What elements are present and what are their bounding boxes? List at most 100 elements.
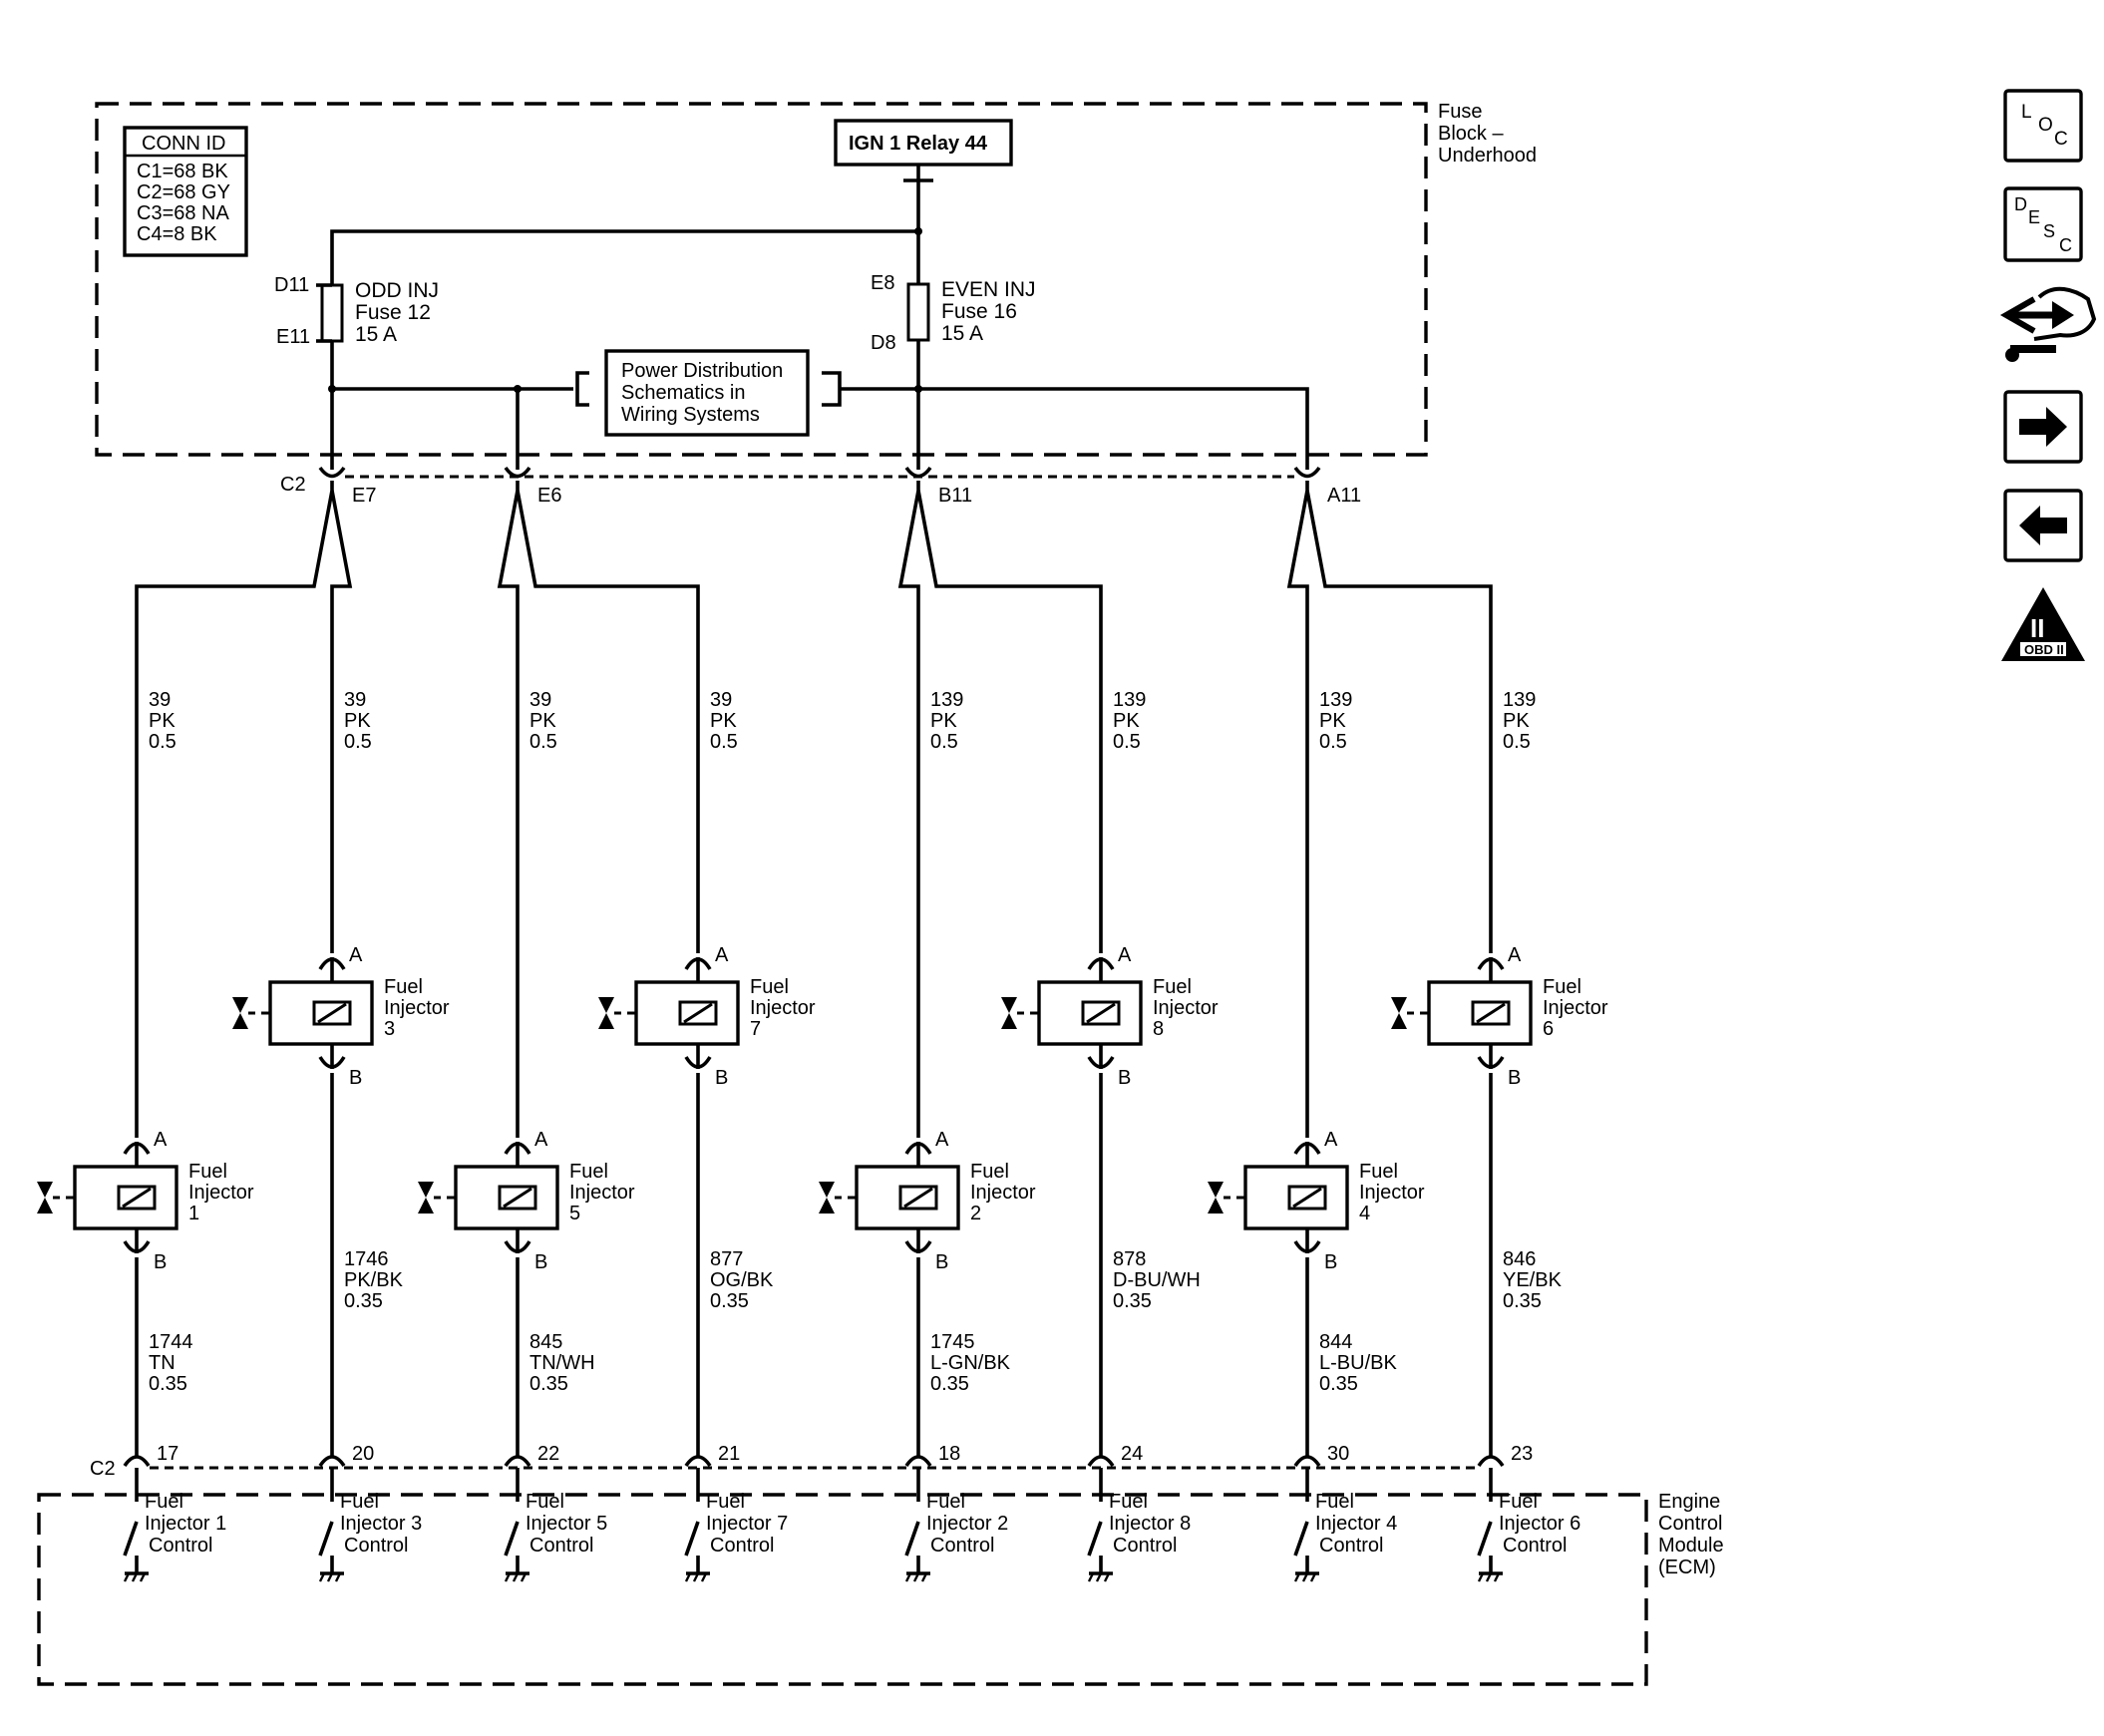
supply-wire-circuit: 39: [344, 689, 366, 711]
injector-label-line-1: Fuel: [1153, 976, 1192, 998]
injector-number: 7: [750, 1018, 761, 1040]
obd-ii-button[interactable]: II OBD II: [2001, 587, 2085, 661]
loc-button[interactable]: L O C: [2003, 89, 2083, 163]
control-wire-color: TN/WH: [529, 1352, 595, 1374]
injector-number: 8: [1153, 1018, 1164, 1040]
injector-pin-b-label: B: [154, 1251, 167, 1273]
control-wire-circuit: 846: [1503, 1248, 1536, 1270]
conn-id-line-1: C1=68 BK: [137, 161, 228, 182]
injector-label-line-1: Fuel: [1359, 1161, 1398, 1183]
top-connector-pin: A11: [1327, 485, 1361, 507]
ecm-pin-label: 18: [938, 1443, 960, 1465]
injector-number: 2: [970, 1203, 981, 1224]
control-wire-gauge: 0.35: [149, 1373, 187, 1395]
ign1-relay-label: IGN 1 Relay 44: [849, 133, 988, 155]
supply-wire-gauge: 0.5: [149, 731, 176, 753]
control-wire-circuit: 1746: [344, 1248, 389, 1270]
injector-label-line-2: Injector: [1543, 997, 1608, 1019]
driver-label-line-1: Fuel: [706, 1491, 745, 1513]
fuse-block-label-3: Underhood: [1438, 145, 1537, 167]
supply-wire-gauge: 0.5: [344, 731, 372, 753]
power-dist-line-1: Power Distribution: [621, 360, 783, 382]
supply-wire-circuit: 139: [930, 689, 963, 711]
control-wire-gauge: 0.35: [1319, 1373, 1358, 1395]
supply-wire: [897, 481, 920, 1456]
driver-label-line-3: Control: [930, 1535, 994, 1557]
injector-pin-a-label: A: [935, 1129, 949, 1151]
supply-wire: [916, 490, 1103, 1456]
injector-pin-b-label: B: [1324, 1251, 1337, 1273]
driver-label-line-2: Injector 5: [526, 1513, 607, 1535]
injector-number: 3: [384, 1018, 395, 1040]
supply-wire-gauge: 0.5: [1113, 731, 1141, 753]
fuse-block-label-1: Fuse: [1438, 101, 1482, 123]
ecm-label-4: (ECM): [1658, 1557, 1716, 1578]
supply-wire-color: PK: [344, 710, 371, 732]
supply-wire: [1286, 481, 1309, 1456]
injector-pin-b-label: B: [349, 1067, 362, 1089]
fuse-even-bottom-pin: D8: [871, 332, 896, 354]
fuse-even-number: Fuse 16: [941, 300, 1017, 323]
control-wire-color: OG/BK: [710, 1269, 774, 1291]
control-wire-gauge: 0.35: [529, 1373, 568, 1395]
fuse-odd-number: Fuse 12: [355, 301, 431, 324]
control-wire-gauge: 0.35: [710, 1290, 749, 1312]
injector-number: 1: [188, 1203, 199, 1224]
top-connector-name: C2: [280, 474, 306, 496]
injector-number: 5: [569, 1203, 580, 1224]
injector-pin-b-label: B: [1508, 1067, 1521, 1089]
supply-wire: [1305, 490, 1493, 1456]
supply-wire-color: PK: [930, 710, 957, 732]
loc-letter-l: L: [2021, 102, 2032, 123]
top-connector-pin-terminal: [904, 466, 932, 479]
injector-number: 6: [1543, 1018, 1554, 1040]
connector-end-view-button[interactable]: [1999, 286, 2097, 362]
ecm-pin-label: 21: [718, 1443, 740, 1465]
engine-control-module: Engine Control Module (ECM): [37, 1491, 1724, 1686]
control-wire-color: L-GN/BK: [930, 1352, 1011, 1374]
hand-arrows-icon: [1999, 286, 2097, 362]
control-wire-color: PK/BK: [344, 1269, 404, 1291]
injector-pin-a-label: A: [1324, 1129, 1338, 1151]
driver-label-line-1: Fuel: [926, 1491, 965, 1513]
ecm-pin-terminal: [123, 1455, 151, 1468]
next-button[interactable]: [2003, 390, 2083, 464]
previous-button[interactable]: [2003, 489, 2083, 562]
conn-id-table: CONN ID C1=68 BK C2=68 GY C3=68 NA C4=8 …: [123, 126, 248, 257]
desc-letter-c: C: [2059, 235, 2072, 255]
injector-label-line-2: Injector: [384, 997, 450, 1019]
fuse-even-rating: 15 A: [941, 322, 983, 345]
supply-wire-color: PK: [1503, 710, 1530, 732]
conn-id-line-2: C2=68 GY: [137, 181, 230, 203]
driver-label-line-3: Control: [710, 1535, 774, 1557]
driver-label-line-1: Fuel: [340, 1491, 379, 1513]
ecm-pin-terminal: [1087, 1455, 1115, 1468]
injector-pin-a-label: A: [715, 944, 729, 966]
fuse-odd-name: ODD INJ: [355, 279, 439, 302]
top-connector-pin: B11: [938, 485, 972, 507]
supply-wire-color: PK: [1113, 710, 1140, 732]
ign1-relay: IGN 1 Relay 44: [834, 119, 1013, 167]
supply-wire-color: PK: [710, 710, 737, 732]
desc-button[interactable]: D E S C: [2003, 186, 2083, 262]
injector-pin-b-label: B: [715, 1067, 728, 1089]
injector-label-line-2: Injector: [188, 1182, 254, 1204]
loc-letter-c: C: [2054, 129, 2068, 150]
injector-pin-a-label: A: [154, 1129, 168, 1151]
supply-wire: [497, 481, 520, 1456]
injector-valve-icon: [418, 1182, 434, 1214]
injector-label-line-2: Injector: [1359, 1182, 1425, 1204]
driver-switch-icon: [318, 1521, 334, 1557]
driver-switch-icon: [1477, 1521, 1493, 1557]
driver-label-line-1: Fuel: [1315, 1491, 1354, 1513]
driver-label-line-3: Control: [529, 1535, 593, 1557]
ecm-connector-name: C2: [90, 1458, 116, 1480]
